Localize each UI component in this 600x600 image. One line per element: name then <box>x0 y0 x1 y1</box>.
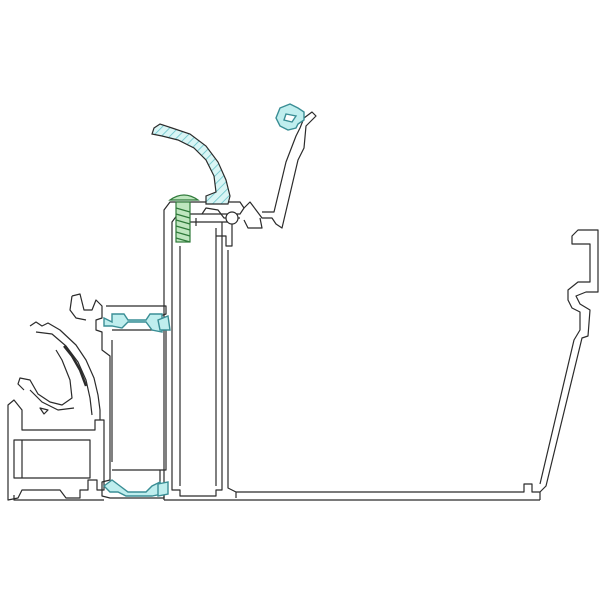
screw-icon <box>168 194 200 243</box>
gasket-bottom-center <box>157 481 169 497</box>
right-sill-profile <box>227 229 599 500</box>
hinge-pin <box>225 211 239 225</box>
left-frame-profile <box>7 399 105 501</box>
cover-profile-icon <box>151 123 231 205</box>
gasket-center <box>157 315 171 331</box>
left-sash-arm <box>17 321 101 420</box>
gasket-icon <box>102 103 305 497</box>
gasket-top-right <box>275 103 305 131</box>
center-post-profile <box>163 201 540 501</box>
